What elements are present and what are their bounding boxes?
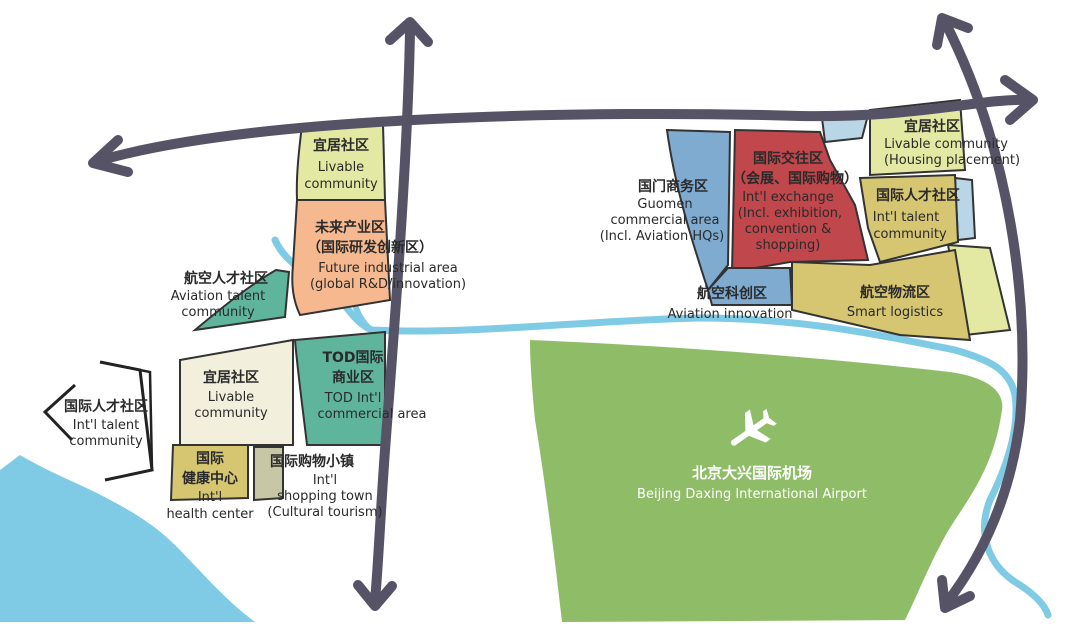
arrow-head-north — [385, 17, 433, 47]
zone-livable-community-east — [869, 98, 967, 177]
arrow-head-west — [88, 135, 133, 177]
label-exchange-en3: convention & — [745, 222, 831, 237]
zone-health-center — [169, 444, 249, 502]
label-exchange-en1: Int'l exchange — [742, 190, 834, 205]
label-tod-en1: TOD Int'l — [324, 391, 382, 406]
zone-smart-logistics — [791, 248, 972, 342]
airport-area — [530, 340, 1003, 622]
boundary-west-talent-top — [114, 363, 154, 471]
airplane-icon — [730, 408, 777, 446]
label-health-en1: Int'l — [198, 490, 222, 505]
arrow-head-northeast — [932, 13, 973, 50]
label-future-zh2: （国际研发创新区） — [307, 239, 433, 256]
arrow-head-east — [1000, 75, 1038, 125]
label-health-en2: health center — [166, 507, 254, 522]
label-aviation-talent-en1: Aviation talent — [171, 289, 265, 304]
label-exchange-en4: shopping) — [756, 238, 821, 253]
label-tod-en2: commercial area — [318, 407, 427, 422]
arrow-curve-east — [940, 17, 1028, 610]
label-livable-west-en1: Livable — [318, 160, 364, 175]
label-future-en1: Future industrial area — [318, 261, 457, 276]
label-innovation-en: Aviation innovation — [667, 307, 792, 322]
label-shopping-en3: (Cultural tourism) — [267, 505, 382, 520]
label-health-zh2: 健康中心 — [182, 470, 238, 487]
label-intl-talent-west-en2: community — [69, 434, 143, 449]
label-airport-zh: 北京大兴国际机场 — [692, 464, 812, 482]
label-aviation-talent-en2: community — [181, 305, 255, 320]
label-logistics-en: Smart logistics — [847, 305, 944, 320]
label-livable-west-zh: 宜居社区 — [313, 137, 369, 154]
label-intl-talent-west-zh: 国际人才社区 — [64, 398, 148, 415]
label-tod-zh1: TOD国际 — [322, 350, 383, 366]
zone-intl-talent-east — [858, 173, 960, 264]
arrow-head-south — [353, 580, 397, 611]
label-intl-talent-west-en1: Int'l talent — [73, 418, 140, 433]
label-livable-east-zh: 宜居社区 — [904, 118, 960, 135]
label-airport-en: Beijing Daxing International Airport — [637, 487, 867, 502]
zone-tod-commercial — [293, 330, 386, 446]
label-livable-west-en2: community — [304, 177, 378, 192]
label-aviation-talent-zh: 航空人才社区 — [184, 270, 268, 287]
label-health-zh1: 国际 — [196, 451, 224, 467]
zone-aviation-talent — [191, 268, 291, 332]
arrow-vertical-axis-west — [370, 25, 415, 605]
label-livable-east-en1: Livable community — [884, 137, 1008, 152]
zone-future-industrial — [291, 199, 392, 317]
label-shopping-zh: 国际购物小镇 — [270, 453, 354, 470]
label-livable-middle-en2: community — [194, 406, 268, 421]
label-guomen-en3: (Incl. Aviation HQs) — [600, 229, 724, 244]
label-guomen-en1: Guomen — [637, 197, 692, 212]
label-exchange-zh2: （会展、国际购物） — [732, 170, 858, 187]
label-exchange-en2: (Incl. exhibition, — [738, 206, 842, 221]
label-livable-middle-en1: Livable — [208, 390, 254, 405]
arrow-head-southeast — [937, 575, 975, 613]
label-shopping-en1: Int'l — [313, 473, 337, 488]
label-innovation-zh: 航空科创区 — [697, 285, 767, 302]
label-livable-east-en2: (Housing placement) — [884, 153, 1020, 168]
river-southwest — [0, 455, 255, 622]
label-guomen-zh: 国门商务区 — [638, 178, 708, 195]
arrow-horizontal-axis — [90, 94, 1035, 167]
label-guomen-en2: commercial area — [611, 213, 720, 228]
label-future-zh1: 未来产业区 — [315, 219, 385, 236]
label-logistics-zh: 航空物流区 — [860, 284, 930, 301]
label-future-en2: (global R&D/innovation) — [310, 277, 466, 292]
label-intl-talent-east-en2: community — [873, 227, 947, 242]
label-intl-talent-east-en1: Int'l talent — [873, 210, 940, 225]
zone-shopping-town — [253, 446, 284, 502]
zone-livable-community-middle — [179, 338, 294, 446]
label-exchange-zh1: 国际交往区 — [753, 150, 823, 167]
label-intl-talent-east-zh: 国际人才社区 — [876, 187, 960, 204]
label-tod-zh2: 商业区 — [332, 369, 374, 386]
label-shopping-en2: shopping town — [277, 489, 373, 504]
label-livable-middle-zh: 宜居社区 — [203, 369, 259, 386]
